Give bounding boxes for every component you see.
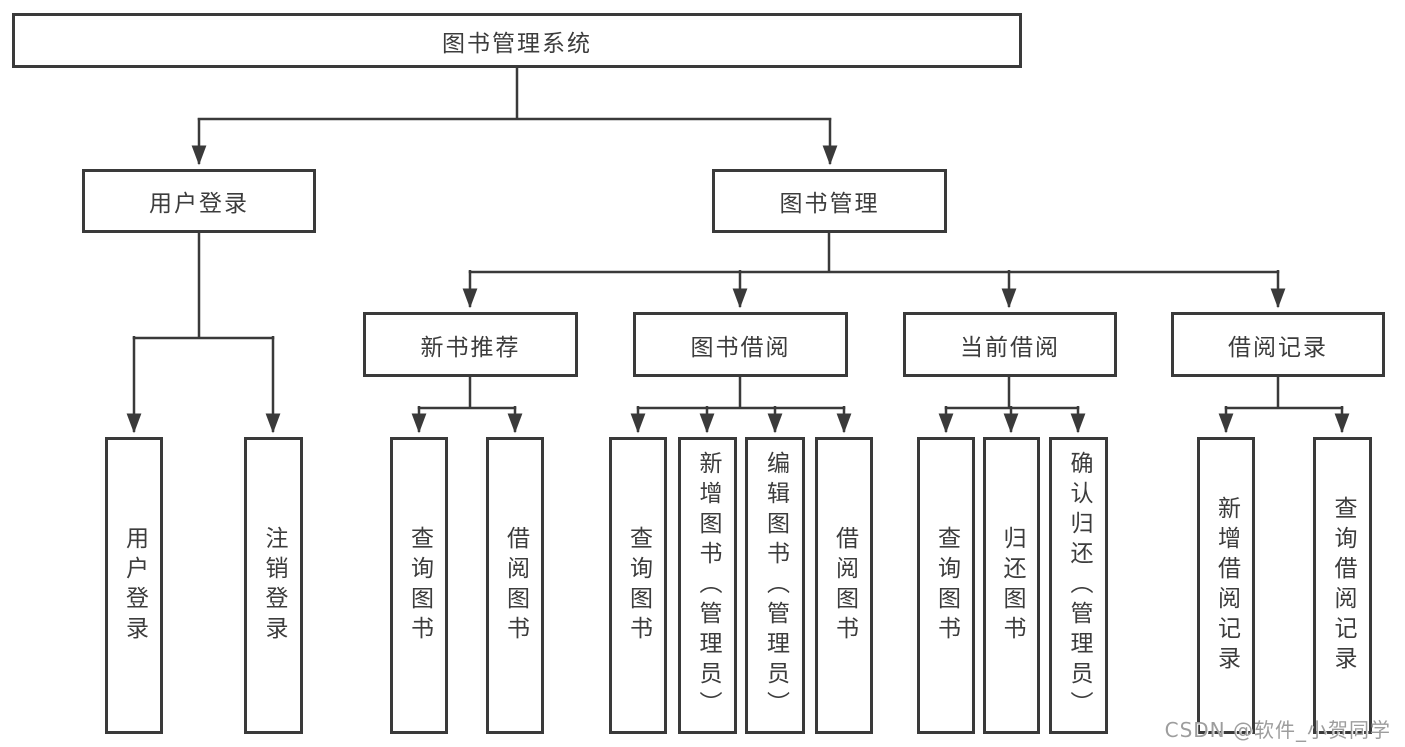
leaf-label: 查询图书 — [933, 525, 960, 646]
connector-book-borrow-to-leaves — [630, 377, 852, 434]
leaf-add-borrow-record: 新增借阅记录 — [1197, 437, 1255, 734]
node-label: 当前借阅 — [960, 334, 1060, 361]
connector-current-borrow-to-leaves — [938, 377, 1086, 434]
node-label: 新书推荐 — [420, 334, 521, 361]
node-root-library-system: 图书管理系统 — [12, 13, 1022, 68]
node-label: 用户登录 — [149, 191, 249, 217]
node-user-login: 用户登录 — [82, 169, 316, 233]
csdn-watermark: CSDN @软件_小贺同学 — [1164, 718, 1391, 742]
node-label: 图书管理 — [779, 191, 880, 217]
connector-book-mgmt-to-level3 — [462, 233, 1286, 309]
leaf-return-book: 归还图书 — [983, 437, 1040, 734]
node-label: 借阅记录 — [1228, 334, 1328, 361]
leaf-label: 查询借阅记录 — [1330, 495, 1356, 676]
node-book-management: 图书管理 — [712, 169, 947, 233]
leaf-label: 借阅图书 — [831, 525, 858, 646]
leaf-label: 查询图书 — [625, 525, 652, 646]
connector-user-login-to-leaves — [126, 233, 281, 434]
node-current-borrow: 当前借阅 — [903, 312, 1117, 377]
node-new-book-recommend: 新书推荐 — [363, 312, 578, 377]
leaf-label: 查询图书 — [406, 525, 433, 646]
leaf-query-book-current: 查询图书 — [917, 437, 975, 734]
node-label: 图书管理系统 — [442, 30, 592, 57]
leaf-borrow-book-recommend: 借阅图书 — [486, 437, 544, 734]
connector-new-book-to-leaves — [411, 377, 523, 434]
node-borrow-record: 借阅记录 — [1171, 312, 1385, 377]
leaf-confirm-return-admin: 确认归还（管理员） — [1049, 437, 1108, 734]
connector-root-to-level2 — [191, 68, 838, 166]
leaf-label: 借阅图书 — [502, 525, 529, 646]
leaf-label: 新增图书（管理员） — [695, 450, 721, 721]
leaf-logout: 注销登录 — [244, 437, 303, 734]
leaf-add-book-admin: 新增图书（管理员） — [678, 437, 737, 734]
leaf-label: 归还图书 — [999, 525, 1025, 646]
leaf-label: 确认归还（管理员） — [1066, 450, 1092, 721]
leaf-edit-book-admin: 编辑图书（管理员） — [745, 437, 805, 734]
leaf-borrow-book: 借阅图书 — [815, 437, 873, 734]
leaf-label: 编辑图书（管理员） — [762, 450, 789, 721]
leaf-label: 注销登录 — [261, 525, 287, 646]
leaf-query-borrow-record: 查询借阅记录 — [1313, 437, 1372, 734]
leaf-user-login: 用户登录 — [105, 437, 163, 734]
node-book-borrow: 图书借阅 — [633, 312, 848, 377]
leaf-label: 用户登录 — [121, 525, 148, 646]
connector-borrow-record-to-leaves — [1218, 377, 1350, 434]
leaf-label: 新增借阅记录 — [1213, 495, 1240, 676]
leaf-query-book-borrow: 查询图书 — [609, 437, 667, 734]
leaf-query-book-recommend: 查询图书 — [390, 437, 448, 734]
node-label: 图书借阅 — [690, 334, 791, 361]
